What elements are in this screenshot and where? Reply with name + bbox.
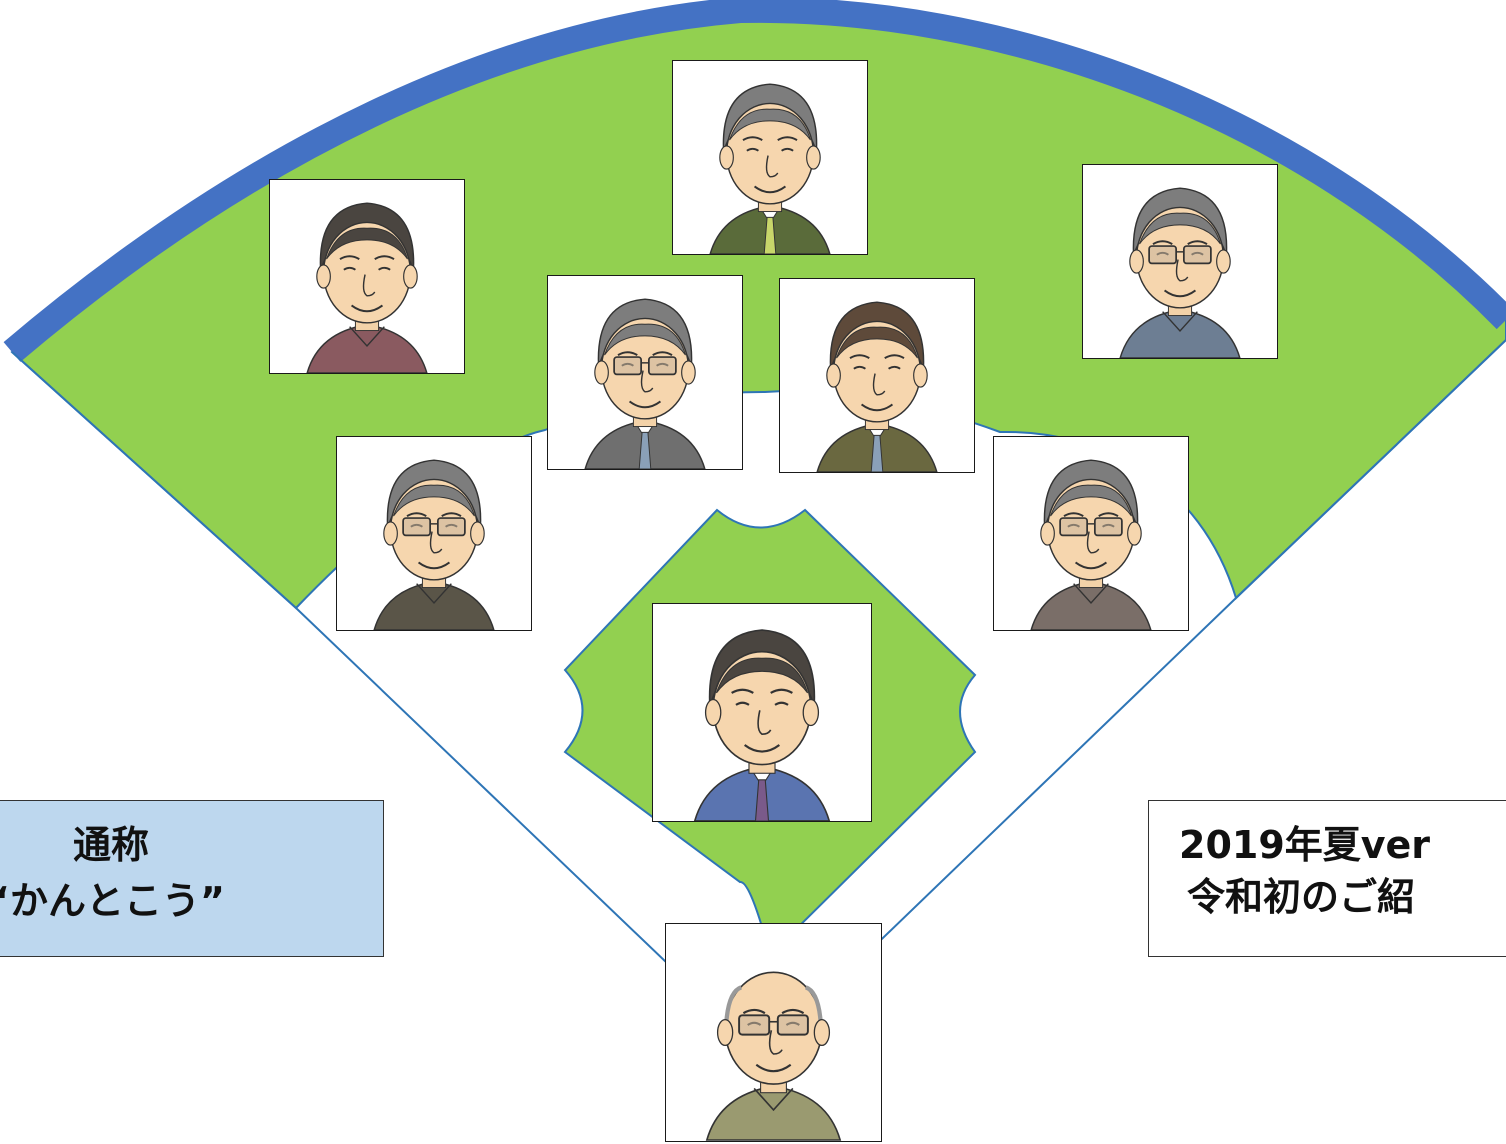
caricature-center <box>693 629 831 821</box>
caricature-mid-right <box>1030 459 1152 630</box>
player-card-mid-left <box>336 436 532 631</box>
version-label: 2019年夏ver 令和初のご紹 <box>1148 800 1506 957</box>
caricature-inner-right <box>816 301 938 472</box>
version-label-line1: 2019年夏ver <box>1179 823 1431 867</box>
player-card-top-center <box>672 60 868 255</box>
foul-line-left <box>11 351 691 986</box>
caricature-mid-left <box>373 459 495 630</box>
caricature-top-left <box>306 202 428 373</box>
nickname-label-line2: “かんとこう” <box>0 879 225 923</box>
nickname-label: 通称 “かんとこう” <box>0 800 384 957</box>
player-card-inner-left <box>547 275 743 470</box>
player-card-top-right <box>1082 164 1278 359</box>
version-label-line2: 令和初のご紹 <box>1187 875 1416 919</box>
caricature-bottom <box>705 971 842 1141</box>
player-card-mid-right <box>993 436 1189 631</box>
player-card-bottom <box>665 923 882 1142</box>
caricature-top-right <box>1119 187 1241 358</box>
player-card-center <box>652 603 872 822</box>
nickname-label-line1: 通称 <box>73 823 150 867</box>
caricature-top-center <box>709 83 831 254</box>
outfield-fence <box>3 0 1506 362</box>
foul-line-right <box>859 339 1506 961</box>
player-card-inner-right <box>779 278 975 473</box>
caricature-inner-left <box>584 298 706 469</box>
player-card-top-left <box>269 179 465 374</box>
